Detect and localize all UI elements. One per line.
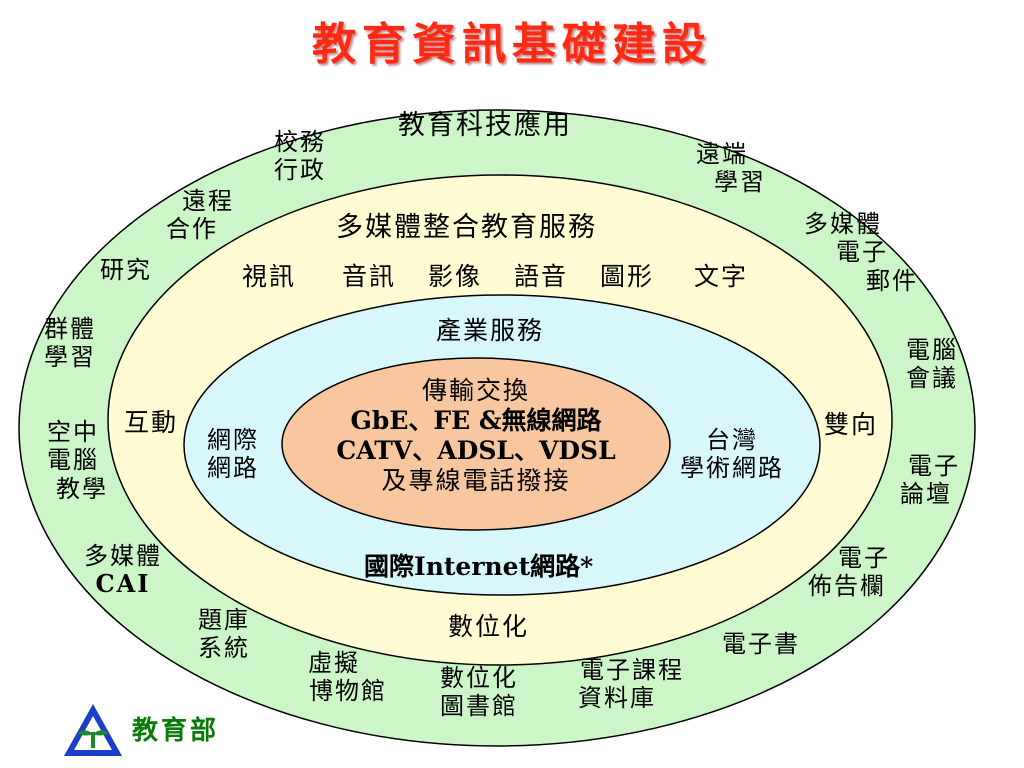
label-group-learning: 群體 學習: [44, 315, 96, 372]
label-course-database: 電子課程 資料庫: [578, 656, 686, 713]
core-line: GbE、FE &無線網路: [350, 406, 602, 435]
media-type-image: 影像: [428, 262, 483, 291]
label-interactive: 互動: [124, 408, 179, 437]
label-line: 資料庫: [578, 684, 656, 713]
core-line: 及專線電話撥接: [381, 466, 571, 495]
label-line: 電子: [908, 452, 960, 480]
core-text: 傳輸交換 GbE、FE &無線網路 CATV、ADSL、VDSL 及專線電話撥接: [282, 376, 670, 496]
label-line: 會議: [906, 364, 958, 393]
label-question-bank: 題庫 系統: [198, 606, 250, 663]
label-line: 遠端: [696, 140, 748, 168]
label-line: 電子: [838, 544, 890, 572]
media-type-video: 視訊: [242, 262, 297, 291]
label-multimedia-cai: 多媒體 CAI: [84, 542, 162, 599]
label-research: 研究: [100, 256, 152, 284]
label-line: 多媒體: [804, 210, 882, 238]
label-line: 電腦: [906, 336, 958, 364]
label-video-conference: 電腦 會議: [906, 336, 958, 393]
label-line: 教學: [56, 474, 108, 503]
label-taiwan-academic-network: 台灣 學術網路: [680, 426, 784, 483]
label-bulletin-board: 電子 佈告欄: [804, 544, 890, 601]
label-line: 校務: [274, 128, 326, 156]
media-type-text: 文字: [694, 262, 749, 291]
label-internet: 網際 網路: [207, 426, 259, 483]
label-digitization: 數位化: [448, 612, 530, 641]
label-line: CAI: [95, 569, 151, 599]
label-line: 空中: [47, 418, 99, 446]
core-line: CATV、ADSL、VDSL: [336, 436, 616, 465]
label-line: 博物館: [309, 677, 387, 706]
label-ebook: 電子書: [722, 630, 800, 658]
label-line: 學習: [714, 168, 766, 197]
label-e-forum: 電子 論壇: [892, 452, 960, 509]
label-line: 行政: [274, 156, 326, 185]
label-line: 題庫: [198, 606, 250, 634]
label-school-admin: 校務 行政: [274, 128, 326, 185]
label-line: 遠程: [182, 187, 234, 215]
media-type-audio: 音訊: [342, 262, 397, 291]
label-multimedia-email: 多媒體 電子 郵件: [804, 210, 918, 295]
label-line: 網路: [207, 454, 259, 483]
label-remote-collaboration: 遠程 合作: [150, 187, 234, 244]
inner-ring-heading: 產業服務: [436, 316, 545, 345]
label-remote-learning: 遠端 學習: [696, 140, 766, 197]
label-air-computer-teaching: 空中 電腦 教學: [38, 418, 108, 503]
label-line: 佈告欄: [808, 572, 886, 601]
label-line: 學習: [44, 343, 96, 372]
label-line: 多媒體: [84, 542, 162, 570]
media-type-voice: 語音: [514, 262, 569, 291]
label-line: 學術網路: [680, 454, 784, 483]
label-line: 電腦: [47, 446, 99, 475]
label-bidirectional: 雙向: [824, 410, 879, 439]
label-line: 台灣: [706, 426, 758, 454]
core-line: 傳輸交換: [421, 376, 530, 405]
label-line: 系統: [198, 634, 250, 663]
label-line: 電子課程: [580, 656, 684, 684]
label-line: 網際: [207, 426, 259, 454]
media-type-graphics: 圖形: [600, 262, 655, 291]
ministry-label: 教育部: [132, 716, 220, 746]
ministry-of-education-logo: [62, 702, 124, 758]
label-line: 論壇: [900, 480, 952, 509]
page-title: 教育資訊基礎建設: [312, 19, 712, 70]
label-digital-library: 數位化 圖書館: [440, 664, 518, 721]
label-virtual-museum: 虛擬 博物館: [308, 649, 388, 706]
label-international-internet: 國際Internet網路*: [364, 552, 594, 581]
middle-ring-heading: 多媒體整合教育服務: [336, 212, 597, 243]
label-line: 合作: [166, 215, 218, 244]
label-line: 電子: [836, 238, 888, 267]
label-line: 虛擬: [308, 649, 360, 677]
outer-ring-heading: 教育科技應用: [398, 110, 572, 141]
label-line: 數位化: [440, 664, 518, 692]
core-ellipse: [281, 357, 671, 531]
label-line: 群體: [44, 315, 96, 343]
label-line: 郵件: [866, 266, 918, 295]
label-line: 圖書館: [440, 692, 518, 721]
